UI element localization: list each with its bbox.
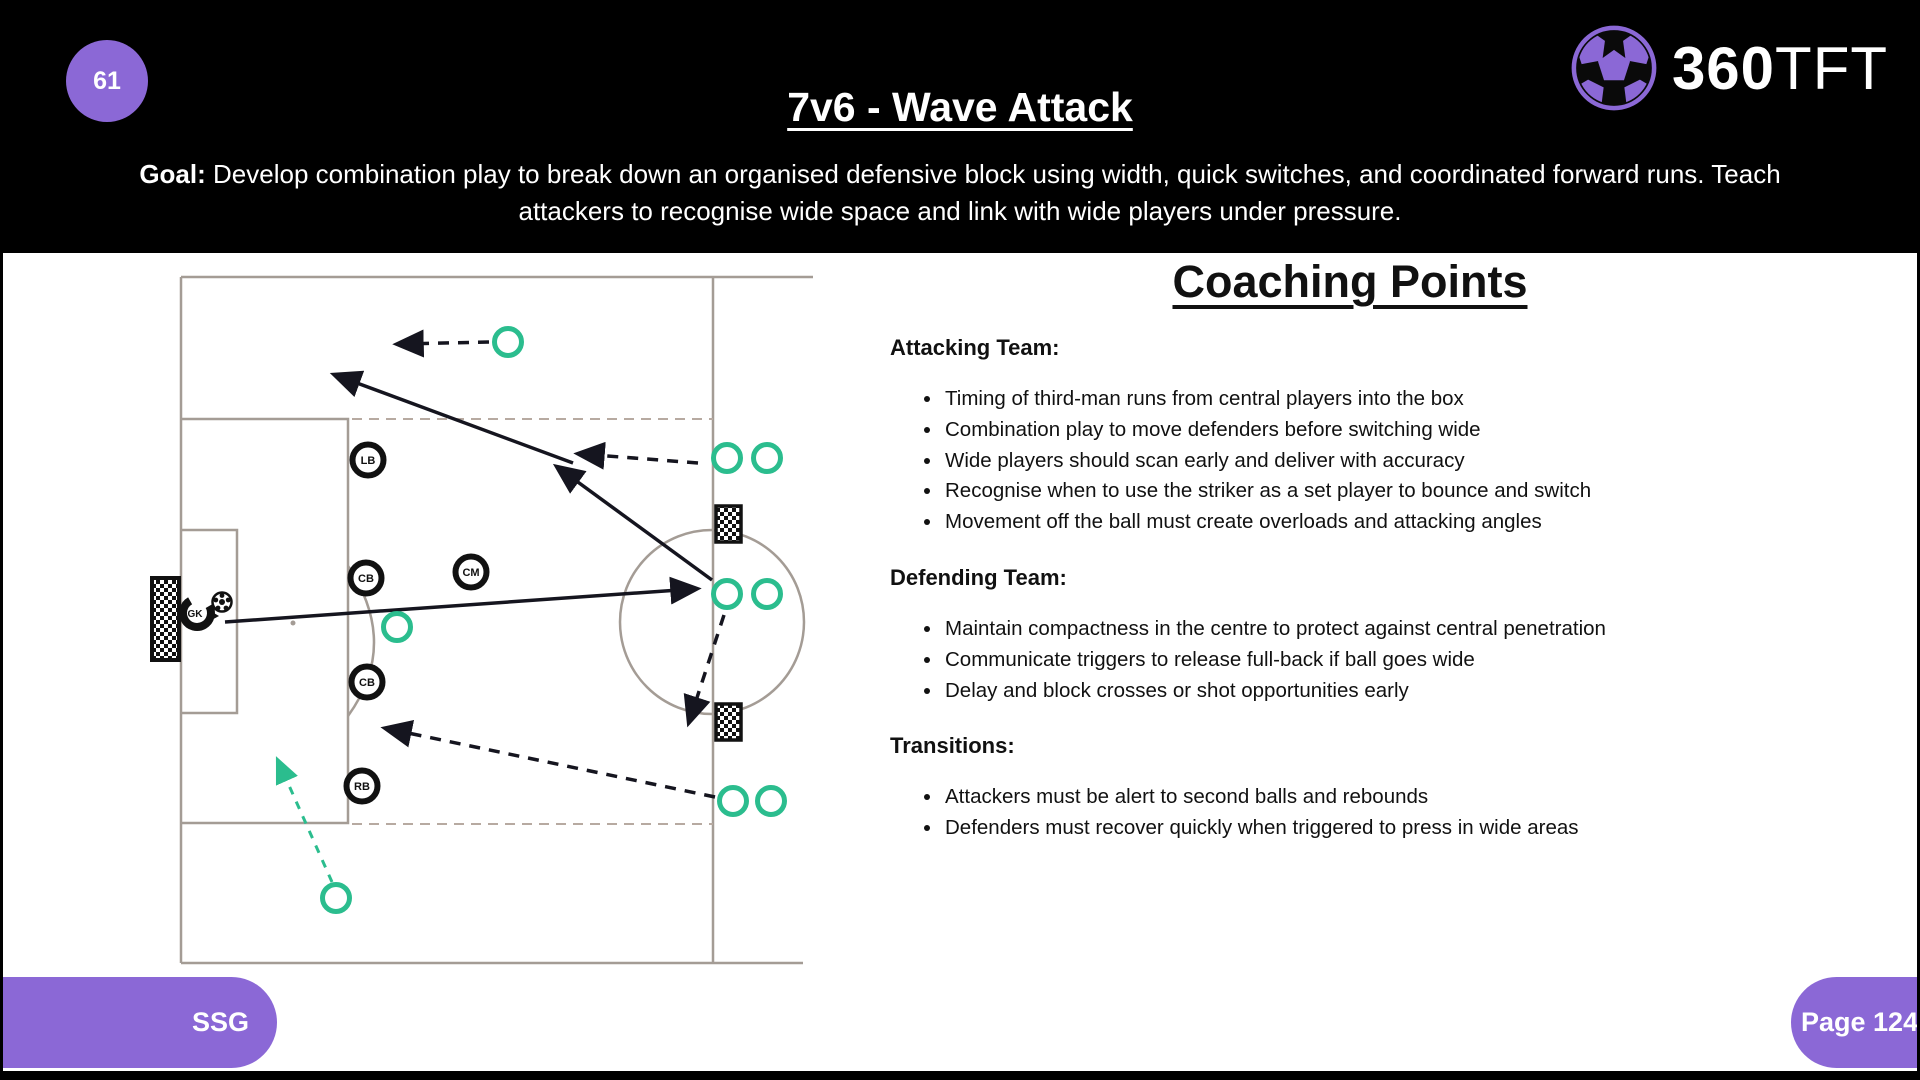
- defender-cm: CM: [452, 553, 490, 591]
- ball-icon: [211, 591, 233, 613]
- bullet-item: Recognise when to use the striker as a s…: [943, 476, 1795, 507]
- defender-cb-top: CB: [347, 559, 385, 597]
- attacker-player: [751, 442, 783, 474]
- defender-label: RB: [354, 781, 370, 793]
- run-arrow-top-pair: [573, 441, 699, 470]
- goalkeeper-label: GK: [188, 609, 204, 620]
- goalkeeper: GK: [179, 595, 219, 631]
- bullet-item: Timing of third-man runs from central pl…: [943, 384, 1795, 415]
- header: 61 7v6 - Wave Attack Goal: Develop combi…: [0, 0, 1920, 253]
- bullet-item: Movement off the ball must create overlo…: [943, 507, 1795, 538]
- attacker-player: [492, 326, 524, 358]
- attacker-player: [751, 578, 783, 610]
- brand-wordmark: 360TFT: [1671, 34, 1888, 102]
- goal-text: Develop combination play to break down a…: [205, 159, 1781, 226]
- pitch-diagram: LB CB CM CB RB GK: [150, 275, 813, 965]
- defender-lb: LB: [349, 441, 387, 479]
- attacker-player: [755, 785, 787, 817]
- mini-goal-bottom: [714, 702, 743, 742]
- page-border-right: [1917, 0, 1920, 1080]
- drill-number-badge: 61: [66, 40, 148, 122]
- attacker-player: [320, 882, 352, 914]
- pass-arrow-switch-wide: [329, 370, 574, 465]
- soccer-ball-icon: [1571, 25, 1657, 111]
- bullet-item: Communicate triggers to release full-bac…: [943, 645, 1795, 676]
- main-goal: [150, 576, 181, 662]
- bullet-item: Attackers must be alert to second balls …: [943, 782, 1795, 813]
- attacking-bullet-list: Timing of third-man runs from central pl…: [905, 384, 1795, 538]
- section-title-attacking: Attacking Team:: [890, 335, 1060, 360]
- defender-label: CB: [359, 677, 375, 689]
- section-title-defending: Defending Team:: [890, 564, 1067, 590]
- pass-arrows: [224, 370, 714, 624]
- zone-lines: [352, 418, 713, 825]
- bullet-item: Maintain compactness in the centre to pr…: [943, 614, 1795, 645]
- footer-page-pill: Page 124: [1791, 977, 1920, 1068]
- run-arrows: [380, 329, 726, 799]
- goal-statement: Goal: Develop combination play to break …: [110, 156, 1810, 230]
- coaching-points-heading: Coaching Points: [1172, 256, 1528, 307]
- attacker-player: [711, 442, 743, 474]
- attacker-player: [381, 611, 413, 643]
- attacker-player: [717, 785, 749, 817]
- coaching-points: Coaching Points Attacking Team: Timing o…: [890, 256, 1795, 844]
- defending-bullet-list: Maintain compactness in the centre to pr…: [905, 614, 1795, 706]
- footer-page-label: Page 124: [1801, 1007, 1919, 1037]
- bullet-item: Delay and block crosses or shot opportun…: [943, 676, 1795, 707]
- pass-arrow-gk-to-halfway: [224, 576, 702, 624]
- mini-goal-top: [714, 504, 743, 544]
- run-arrow-bottom-pair: [380, 719, 716, 799]
- defenders: LB CB CM CB RB GK: [179, 441, 490, 805]
- brand-logo: 360TFT: [1570, 24, 1888, 112]
- run-arrow-top-winger: [392, 329, 490, 358]
- transitions-bullet-list: Attackers must be alert to second balls …: [905, 782, 1795, 844]
- defender-rb: RB: [343, 767, 381, 805]
- section-title-transitions: Transitions:: [890, 733, 1015, 759]
- bullet-item: Defenders must recover quickly when trig…: [943, 813, 1795, 844]
- pass-arrow-bounce: [552, 463, 714, 582]
- penalty-spot: [290, 620, 296, 626]
- defender-label: CB: [358, 573, 374, 585]
- penalty-box: [181, 417, 350, 825]
- attacker-player: [711, 578, 743, 610]
- defender-cb-bottom: CB: [348, 663, 386, 701]
- defender-label: LB: [361, 455, 376, 467]
- page-title: 7v6 - Wave Attack: [787, 84, 1133, 130]
- bullet-item: Combination play to move defenders befor…: [943, 415, 1795, 446]
- goal-label: Goal:: [139, 159, 206, 189]
- centre-circle: [618, 528, 806, 716]
- run-arrow-teal-recovery: [275, 756, 334, 883]
- defender-label: CM: [462, 567, 479, 579]
- bullet-item: Wide players should scan early and deliv…: [943, 446, 1795, 477]
- footer-category-pill: SSG: [0, 977, 277, 1068]
- page-border-left: [0, 0, 3, 1080]
- attackers: [320, 326, 787, 914]
- footer-category-label: SSG: [191, 1007, 249, 1037]
- page-bottom-bar: [0, 1071, 1920, 1080]
